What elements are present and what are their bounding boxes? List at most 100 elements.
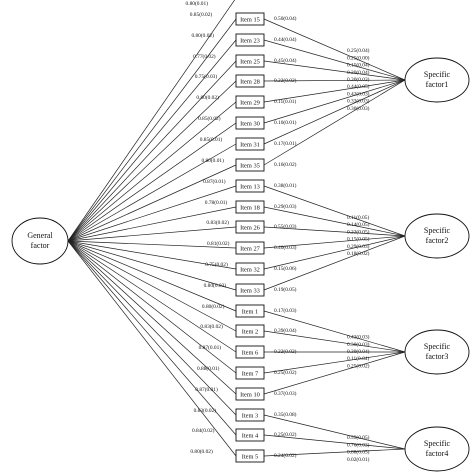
item-box (235, 449, 265, 463)
specific-loading-label: 0.50(0.04) (274, 15, 297, 22)
specific-path (263, 226, 406, 237)
specific-path (263, 351, 406, 395)
general-factor-node: General factor (11, 217, 69, 265)
item-box (235, 116, 265, 130)
specific-fan-label: 0.11(0.05) (347, 214, 369, 221)
specific-loading-label: 0.25(0.02) (274, 431, 297, 438)
specific-factor4-node: Specific factor4 (404, 426, 470, 472)
specific-factor1-ellipse (404, 57, 470, 103)
item-box (235, 366, 265, 380)
specific-path (263, 79, 406, 124)
general-loading-label: 0.85(0.02) (190, 11, 213, 18)
specific-fan-label: 0.43(0.03) (347, 334, 370, 341)
specific-loading-label: 0.19(0.05) (274, 286, 297, 293)
specific-factor1-line2: factor1 (426, 80, 449, 89)
specific-loading-label: 0.40(0.03) (274, 244, 297, 251)
item-box (235, 428, 265, 442)
general-path (67, 164, 237, 242)
specific-loading-label: 0.22(0.02) (274, 348, 297, 355)
general-factor-line2: factor (31, 241, 50, 250)
loading-labels: 0.80(0.01) 0.85(0.02) 0.50(0.04) 0.80(0.02)… (186, 0, 370, 463)
general-path (67, 80, 237, 242)
general-loading-label: 0.85(0.01) (200, 136, 223, 143)
specific-loading-label: 0.17(0.01) (274, 140, 297, 147)
general-loading-hidden: 0.80(0.01) (186, 0, 209, 7)
general-path (67, 60, 237, 242)
general-path (67, 240, 237, 291)
item-label: Item 3 (242, 412, 259, 419)
general-path (67, 240, 237, 436)
loading-paths (67, 0, 406, 457)
general-loading-label: 0.80(0.02) (196, 94, 219, 101)
specific-fan-label: 0.14(0.05) (347, 221, 370, 228)
general-path (67, 39, 237, 242)
item-box (235, 200, 265, 214)
specific-factor4-ellipse (404, 426, 470, 472)
specific-factor2-line1: Specific (424, 226, 451, 235)
specific-fan-label: 0.25(0.04) (347, 47, 370, 54)
specific-fan-label: 0.25(0.02) (347, 362, 370, 369)
item-box (235, 220, 265, 234)
general-path-hidden (67, 0, 236, 242)
general-path (67, 240, 237, 312)
general-loading-label: 0.80(0.02) (190, 448, 213, 455)
specific-fan-label: 0.25(0.00) (347, 54, 370, 61)
specific-path (263, 330, 406, 353)
specific-path (263, 79, 406, 103)
general-loading-label: 0.87(0.01) (199, 344, 222, 351)
item-label: Item 15 (240, 16, 260, 23)
specific-factor2-ellipse (404, 213, 470, 259)
general-factor-ellipse (11, 217, 69, 265)
item-label: Item 18 (240, 204, 260, 211)
item-label: Item 33 (240, 287, 260, 294)
general-loading-label: 0.75(0.03) (195, 73, 218, 80)
specific-fan-label: 0.42(0.03) (347, 90, 370, 97)
item-label: Item 1 (242, 308, 259, 315)
specific-loading-label: 0.11(0.01) (274, 98, 296, 105)
general-loading-label: 0.78(0.01) (205, 199, 228, 206)
specific-path (263, 185, 406, 237)
specific-loading-label: 0.29(0.03) (274, 203, 297, 210)
item-box (235, 54, 265, 68)
general-loading-label: 0.83(0.02) (200, 323, 223, 330)
specific-fan-label: 0.29(0.03) (347, 243, 370, 250)
specific-factor1-line1: Specific (424, 70, 451, 79)
item-label: Item 32 (240, 266, 260, 273)
specific-loading-label: 0.35(0.08) (274, 411, 297, 418)
item-label: Item 7 (242, 370, 259, 377)
specific-loading-label: 0.44(0.04) (274, 36, 297, 43)
specific-path (263, 235, 406, 249)
specific-loading-label: 0.10(0.01) (274, 119, 297, 126)
specific-path (263, 310, 406, 353)
specific-fan-label: 0.20(0.04) (347, 69, 370, 76)
item-box (235, 408, 265, 422)
general-loading-label: 0.87(0.01) (195, 386, 218, 393)
item-label: Item 10 (240, 391, 260, 398)
item-label: Item 28 (240, 78, 260, 85)
item-label: Item 4 (242, 432, 259, 439)
general-path (67, 240, 237, 416)
item-label: Item 25 (240, 58, 260, 65)
specific-loading-label: 0.55(0.03) (274, 223, 297, 230)
specific-path (263, 79, 406, 82)
item-box (235, 158, 265, 172)
specific-loading-label: 0.45(0.04) (274, 57, 297, 64)
specific-loading-label: 0.25(0.02) (274, 369, 297, 376)
general-path (67, 240, 237, 270)
item-box (235, 179, 265, 193)
specific-fan-label: 0.44(0.05) (347, 83, 370, 90)
general-path (67, 240, 237, 457)
specific-fan-label: 0.30(0.04) (347, 348, 370, 355)
specific-loading-label: 0.17(0.03) (274, 307, 297, 314)
general-loading-label: 0.75(0.02) (205, 261, 228, 268)
specific-loading-label: 0.24(0.02) (274, 452, 297, 459)
specific-loading-label: 0.15(0.06) (274, 265, 297, 272)
specific-path (263, 79, 406, 145)
specific-path (263, 39, 406, 81)
specific-loading-label: 0.16(0.02) (274, 161, 297, 168)
specific-path (263, 235, 406, 270)
general-path (67, 185, 237, 242)
item-box (235, 33, 265, 47)
item-label: Item 29 (240, 99, 260, 106)
